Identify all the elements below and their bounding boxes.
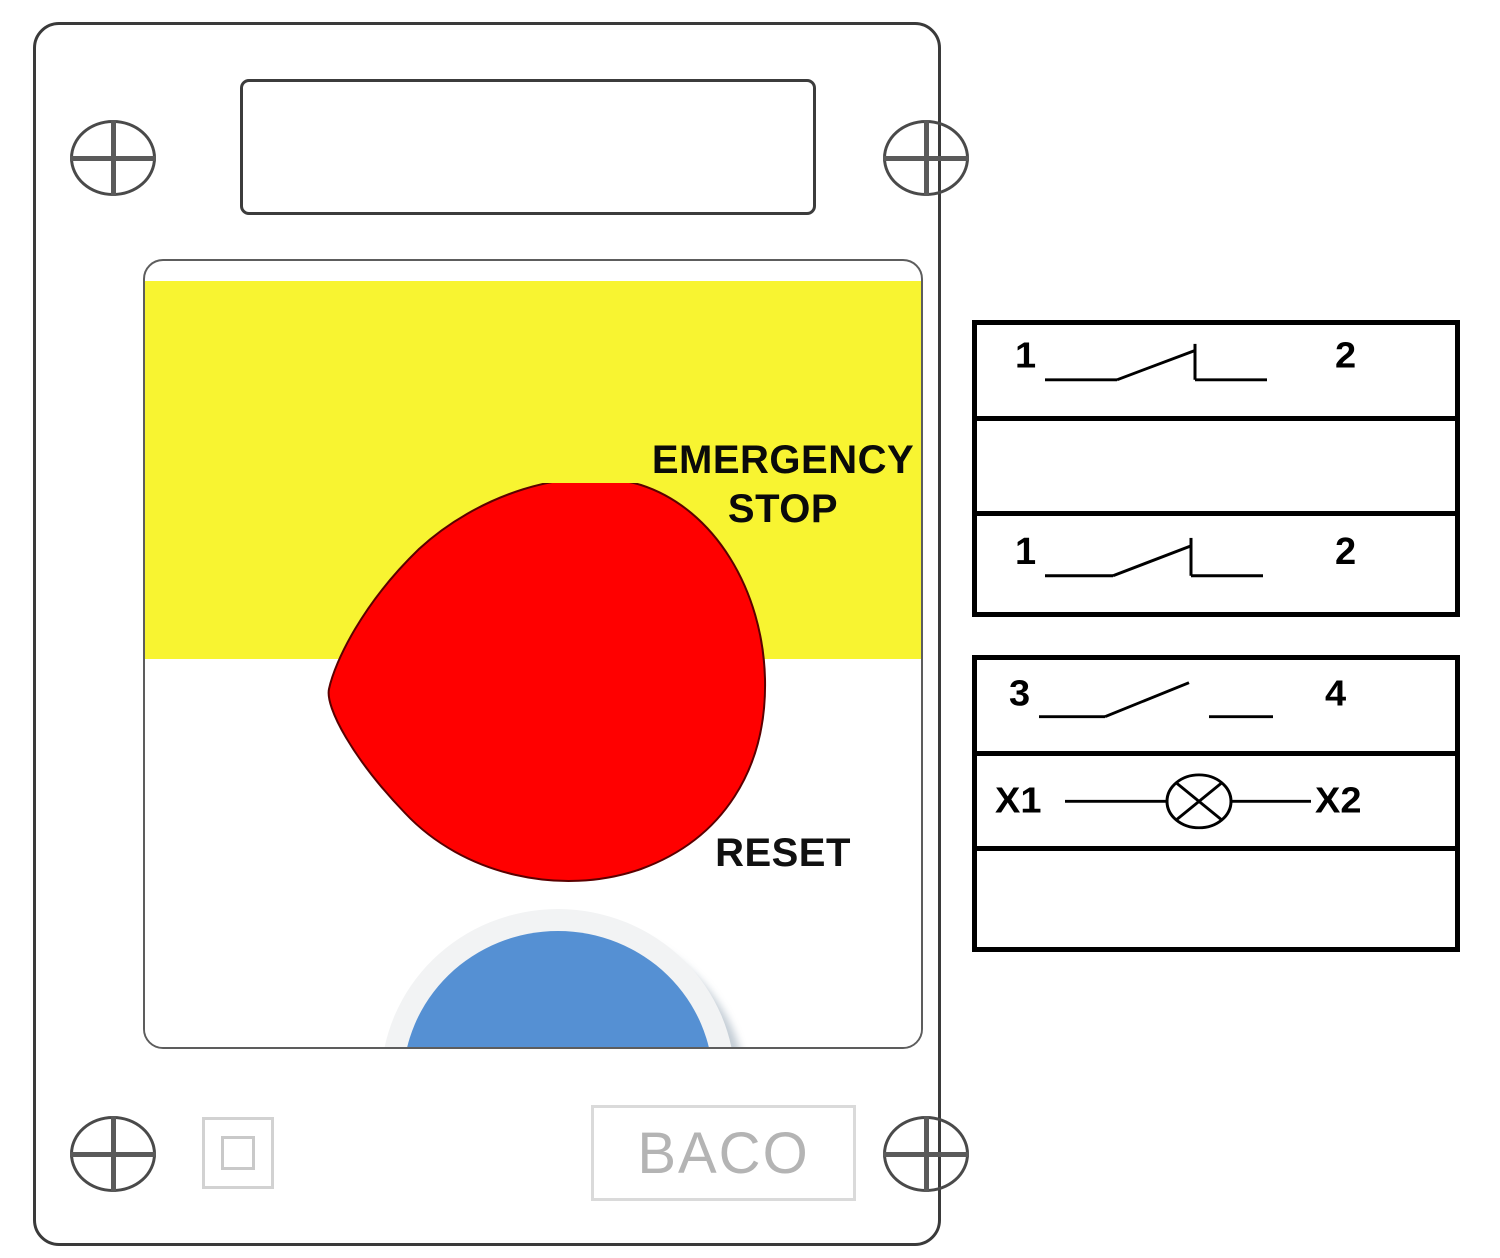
terminal-label-right: X2	[1315, 780, 1361, 820]
screw-slot-horizontal	[883, 155, 969, 161]
terminal-label-left: 3	[1009, 673, 1030, 713]
class-ii-inner-square	[221, 1136, 255, 1170]
class-ii-double-insulation-icon	[202, 1117, 274, 1189]
nc-contact-symbol	[1045, 343, 1267, 382]
screw-slot-horizontal	[70, 1151, 156, 1157]
screw-slot-horizontal	[883, 1151, 969, 1157]
emergency-stop-legend: EMERGENCY STOP	[645, 436, 921, 534]
reset-button[interactable]	[381, 909, 753, 1047]
terminal-label-left: 1	[1015, 531, 1036, 573]
screw-bottom-right[interactable]	[883, 1116, 969, 1192]
brand-name: BACO	[637, 1120, 810, 1186]
terminal-label-left: 1	[1015, 335, 1036, 375]
contact-diagram-row: 1 2	[977, 325, 1455, 421]
blank-marking-label[interactable]	[240, 79, 816, 215]
emergency-stop-button[interactable]	[323, 477, 767, 883]
contact-diagram-row	[977, 851, 1455, 947]
terminal-label-right: 2	[1335, 531, 1356, 573]
emergency-stop-legend-line1: EMERGENCY	[651, 438, 915, 482]
contact-diagram-row: 3 4	[977, 660, 1455, 756]
terminal-label-right: 2	[1335, 335, 1356, 375]
emergency-stop-legend-line2: STOP	[727, 486, 839, 531]
contact-diagram-upper: 1 2 1	[972, 320, 1460, 617]
screw-bottom-left[interactable]	[70, 1116, 156, 1192]
contact-diagram-row	[977, 421, 1455, 517]
contact-diagram-row: 1 2	[977, 516, 1455, 612]
screw-top-right[interactable]	[883, 120, 969, 196]
no-contact-symbol	[1039, 681, 1273, 719]
reset-legend: RESET	[715, 831, 851, 875]
control-station-enclosure: EMERGENCY STOP RESET BACO	[33, 22, 969, 1246]
emergency-stop-mushroom-head	[327, 477, 767, 882]
nc-contact-symbol	[1045, 538, 1263, 578]
terminal-label-right: 4	[1325, 673, 1347, 713]
brand-plate: BACO	[591, 1105, 856, 1201]
lamp-symbol	[1065, 773, 1311, 829]
front-panel: EMERGENCY STOP RESET	[143, 259, 923, 1049]
terminal-label-left: X1	[995, 780, 1041, 820]
screw-slot-horizontal	[70, 155, 156, 161]
screw-top-left[interactable]	[70, 120, 156, 196]
contact-diagram-lower: 3 4 X1 X2	[972, 655, 1460, 952]
contact-diagram-row: X1 X2	[977, 756, 1455, 852]
